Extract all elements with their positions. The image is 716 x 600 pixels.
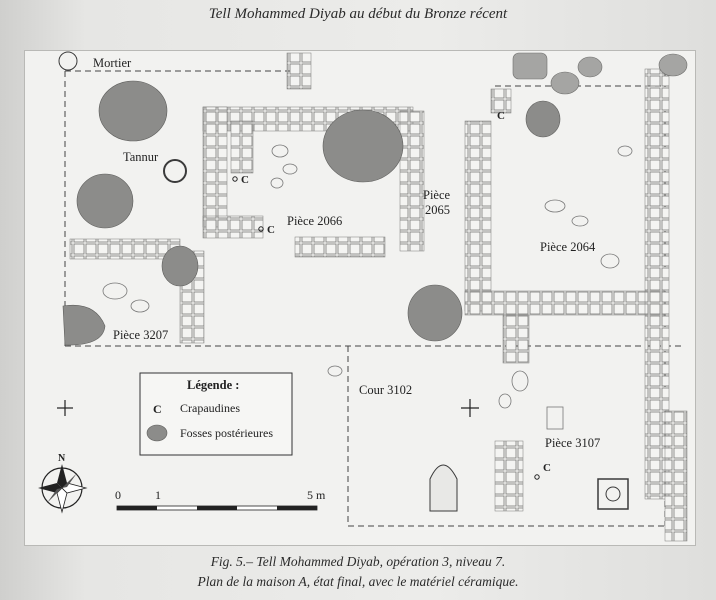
crapaudine-marker: C (543, 462, 551, 474)
crapaudine-markers: C C C C (232, 110, 551, 480)
mortier-symbol (58, 51, 78, 71)
label-piece-3207: Pièce 3207 (113, 328, 168, 342)
pit (322, 109, 404, 183)
crapaudine-marker: C (241, 174, 249, 186)
tannur-ring (163, 159, 187, 183)
square-feature (597, 478, 629, 510)
grey-stones (512, 52, 688, 95)
later-pits (62, 80, 561, 346)
label-piece-2065-line2: 2065 (425, 203, 450, 217)
pit (62, 304, 106, 346)
legend-title: Légende : (187, 378, 239, 392)
crapaudine-marker: C (497, 110, 505, 122)
figure-caption-line1: Fig. 5.– Tell Mohammed Diyab, opération … (210, 554, 506, 569)
label-piece-2066: Pièce 2066 (287, 214, 342, 228)
site-plan: C C C C Mortier Tannur Pièce 2066 Pièce … (38, 51, 688, 542)
label-tannur: Tannur (123, 150, 159, 164)
plan-frame: C C C C Mortier Tannur Pièce 2066 Pièce … (24, 50, 696, 546)
legend: Légende : C Crapaudines Fosses postérieu… (139, 372, 293, 456)
crapaudine-marker: C (267, 224, 275, 236)
scale-label-5m: 5 m (307, 488, 326, 502)
legend-pit-swatch (146, 424, 168, 442)
north-label: N (58, 453, 66, 464)
label-cour-3102: Cour 3102 (359, 383, 412, 397)
stones (102, 144, 633, 430)
legend-label-fosses: Fosses postérieures (180, 426, 273, 440)
pit (76, 173, 134, 229)
oven-feature (429, 464, 458, 512)
pit (161, 245, 199, 287)
grid-crosses (57, 399, 479, 417)
legend-symbol-c: C (153, 402, 162, 416)
legend-label-crapaudines: Crapaudines (180, 401, 240, 415)
pit (525, 100, 561, 138)
pit (98, 80, 168, 142)
scale-label-1: 1 (155, 488, 161, 502)
label-mortier: Mortier (93, 56, 132, 70)
label-piece-3107: Pièce 3107 (545, 436, 600, 450)
scale-label-0: 0 (115, 488, 121, 502)
room-labels: Mortier Tannur Pièce 2066 Pièce 2065 Piè… (93, 56, 600, 450)
figure-caption-line2: Plan de la maison A, état final, avec le… (197, 574, 519, 589)
pit (407, 284, 463, 342)
scale-bar: 0 1 5 m (115, 488, 326, 511)
page-title: Tell Mohammed Diyab au début du Bronze r… (208, 6, 508, 22)
north-arrow-icon: N (38, 453, 88, 514)
brick-walls (69, 52, 688, 542)
label-piece-2064: Pièce 2064 (540, 240, 596, 254)
label-piece-2065-line1: Pièce (423, 188, 451, 202)
